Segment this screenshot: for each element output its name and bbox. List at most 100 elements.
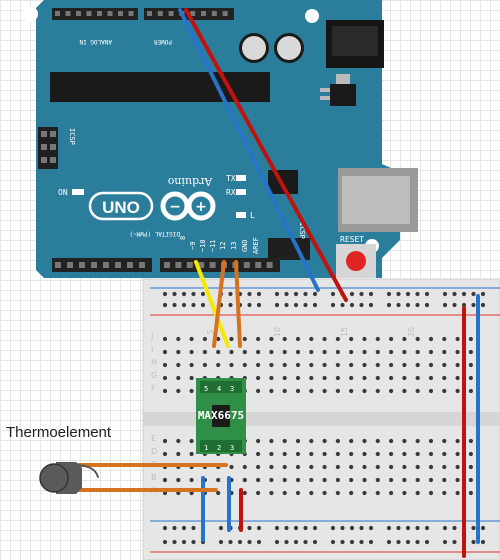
breadboard-hole bbox=[362, 362, 367, 368]
rail-hole bbox=[424, 539, 430, 545]
breadboard-hole bbox=[389, 477, 394, 483]
row-letter: H bbox=[151, 358, 157, 367]
breadboard-hole bbox=[295, 490, 301, 496]
breadboard-hole bbox=[309, 438, 314, 444]
breadboard-hole bbox=[402, 362, 407, 368]
rail-hole bbox=[228, 302, 233, 308]
breadboard-hole bbox=[402, 375, 407, 381]
voltage-regulator bbox=[330, 84, 356, 106]
rail-hole bbox=[256, 302, 262, 308]
breadboard-hole bbox=[335, 349, 340, 355]
breadboard-hole bbox=[349, 336, 354, 342]
breadboard-hole bbox=[362, 349, 367, 355]
header-pin bbox=[55, 262, 61, 268]
breadboard-hole bbox=[189, 362, 194, 368]
breadboard-hole bbox=[428, 349, 434, 355]
breadboard-hole bbox=[455, 477, 460, 483]
breadboard-hole bbox=[176, 438, 181, 444]
rail-hole bbox=[396, 291, 401, 297]
rail-hole bbox=[452, 291, 457, 297]
breadboard-hole bbox=[362, 388, 367, 394]
rail-hole bbox=[480, 539, 486, 545]
uno-logo-text: UNO bbox=[102, 198, 140, 217]
breadboard-hole bbox=[295, 375, 301, 381]
dc-power-jack-inner bbox=[332, 26, 378, 56]
header-pin bbox=[243, 262, 250, 268]
breadboard-hole bbox=[256, 336, 261, 342]
breadboard-hole bbox=[335, 438, 340, 444]
rail-hole bbox=[247, 302, 252, 308]
rail-hole bbox=[303, 302, 308, 308]
breadboard-hole bbox=[349, 349, 354, 355]
rail-hole bbox=[442, 539, 448, 545]
breadboard-hole bbox=[189, 336, 194, 342]
breadboard-hole bbox=[335, 490, 340, 496]
rx-led bbox=[236, 189, 246, 195]
reset-button-cap[interactable] bbox=[346, 251, 366, 271]
rail-hole bbox=[303, 525, 308, 531]
rail-hole bbox=[191, 291, 196, 297]
header-pin bbox=[65, 11, 71, 16]
breadboard-hole bbox=[375, 490, 380, 496]
breadboard-hole bbox=[295, 388, 301, 394]
rail-hole bbox=[191, 539, 196, 545]
arduino-board: ANALOG IN POWER ICSP ON UNO − + bbox=[22, 0, 418, 278]
header-pin bbox=[127, 262, 133, 268]
rail-hole bbox=[359, 291, 364, 297]
breadboard-hole bbox=[335, 477, 340, 483]
module-top-pin: 4 bbox=[217, 385, 221, 393]
breadboard-hole bbox=[362, 464, 367, 470]
column-number: 5 bbox=[206, 329, 215, 334]
rail-hole bbox=[181, 525, 187, 531]
rail-hole bbox=[405, 302, 411, 308]
breadboard-hole bbox=[269, 477, 274, 483]
breadboard-hole bbox=[242, 464, 247, 470]
rx-led-label: RX bbox=[226, 188, 236, 197]
breadboard-hole bbox=[362, 451, 367, 457]
rail-hole bbox=[461, 302, 467, 308]
rail-hole bbox=[303, 291, 308, 297]
rail-hole bbox=[461, 291, 467, 297]
breadboard-hole bbox=[189, 388, 194, 394]
tx-led-label: TX bbox=[226, 174, 236, 183]
breadboard-hole bbox=[176, 375, 181, 381]
breadboard-hole bbox=[375, 464, 380, 470]
breadboard-hole bbox=[375, 451, 380, 457]
rail-hole bbox=[368, 302, 374, 308]
icsp-header-pins bbox=[41, 131, 56, 163]
rail-hole bbox=[396, 302, 401, 308]
breadboard-hole bbox=[428, 451, 434, 457]
capacitor-2-top bbox=[277, 36, 301, 60]
breadboard-hole bbox=[282, 464, 287, 470]
breadboard-hole bbox=[362, 375, 367, 381]
breadboard-hole bbox=[322, 477, 327, 483]
breadboard-hole bbox=[269, 349, 274, 355]
rail-hole bbox=[415, 302, 420, 308]
breadboard-hole bbox=[282, 362, 287, 368]
breadboard-hole bbox=[442, 438, 447, 444]
pin-label-9: ~9 bbox=[189, 242, 197, 250]
header-pin bbox=[139, 262, 145, 268]
header-pin bbox=[86, 11, 92, 16]
breadboard-hole bbox=[362, 438, 367, 444]
breadboard-hole bbox=[402, 438, 407, 444]
breadboard-hole bbox=[468, 349, 473, 355]
breadboard-hole bbox=[282, 349, 287, 355]
rail-hole bbox=[396, 525, 401, 531]
rail-hole bbox=[293, 539, 299, 545]
on-led-label: ON bbox=[58, 188, 68, 197]
breadboard-hole bbox=[309, 451, 314, 457]
breadboard-hole bbox=[322, 336, 327, 342]
breadboard-hole bbox=[269, 362, 274, 368]
breadboard-hole bbox=[402, 464, 407, 470]
breadboard-hole bbox=[322, 388, 327, 394]
pin-label-10: ~10 bbox=[199, 239, 207, 252]
rail-hole bbox=[284, 539, 289, 545]
mounting-hole bbox=[305, 9, 319, 23]
header-pin bbox=[157, 11, 163, 16]
rail-hole bbox=[359, 539, 364, 545]
rail-hole bbox=[181, 302, 187, 308]
breadboard-hole bbox=[375, 362, 380, 368]
breadboard-hole bbox=[269, 464, 274, 470]
